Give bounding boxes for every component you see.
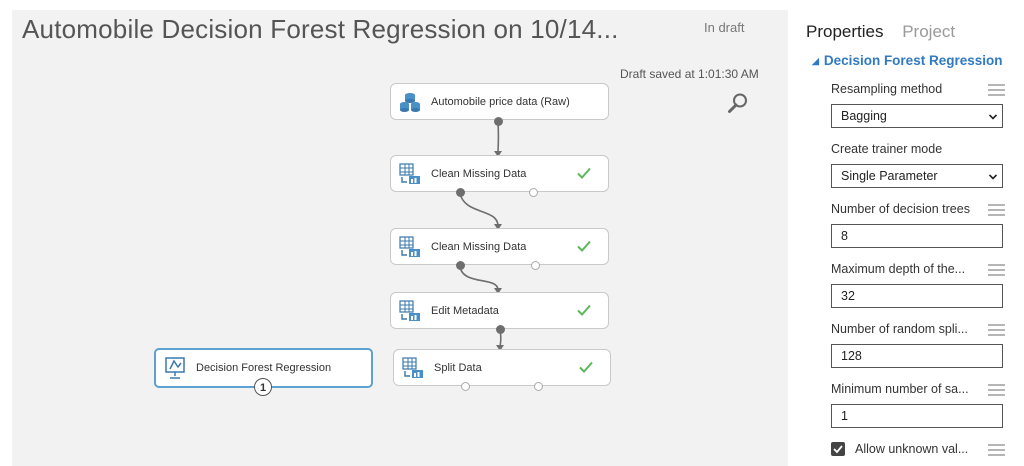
drag-handle-icon[interactable] [988,84,1005,97]
tab-properties[interactable]: Properties [806,22,884,41]
saved-status: Draft saved at 1:01:30 AM [620,67,759,81]
module-clean-missing-data-2[interactable]: Clean Missing Data [390,228,609,265]
trainer-mode-select[interactable]: Single Parameter [831,164,1003,188]
drag-handle-icon[interactable] [988,444,1005,457]
section-title: Decision Forest Regression [823,53,1003,68]
prop-label-resampling: Resampling method [831,82,943,96]
output-port[interactable] [461,382,470,391]
module-clean-missing-data-1[interactable]: Clean Missing Data [390,155,609,192]
search-icon[interactable] [727,92,749,114]
module-label: Clean Missing Data [431,167,527,180]
output-port[interactable] [529,188,538,197]
module-automobile-price-data[interactable]: Automobile price data (Raw) [390,83,609,120]
completed-check-icon [579,361,593,373]
allow-unknown-label: Allow unknown val... [855,442,969,456]
select-value: Bagging [841,109,887,123]
section-header[interactable]: ◢ Decision Forest Regression [812,53,1002,68]
module-edit-metadata[interactable]: Edit Metadata [390,292,609,329]
prop-label-min-samples: Minimum number of sa... [831,382,969,396]
select-value: Single Parameter [841,169,938,183]
drag-handle-icon[interactable] [988,384,1005,397]
num-trees-input[interactable]: 8 [831,224,1003,248]
draft-status: In draft [704,20,745,35]
module-icon [399,235,420,257]
output-port-badge[interactable]: 1 [254,378,272,396]
dataset-icon [400,92,420,112]
module-label: Clean Missing Data [431,240,527,253]
completed-check-icon [577,304,591,316]
module-label: Automobile price data (Raw) [431,95,570,108]
experiment-canvas[interactable]: Automobile Decision Forest Regression on… [12,10,788,466]
chevron-down-icon [989,174,997,180]
allow-unknown-checkbox[interactable] [831,442,845,456]
module-icon [399,162,420,184]
prop-label-num-trees: Number of decision trees [831,202,970,216]
collapse-triangle-icon: ◢ [812,56,819,66]
drag-handle-icon[interactable] [988,204,1005,217]
output-port[interactable] [456,261,465,270]
output-port[interactable] [531,261,540,270]
connection-lines [459,121,504,351]
prop-label-random-splits: Number of random spli... [831,322,968,336]
drag-handle-icon[interactable] [988,264,1005,277]
drag-handle-icon[interactable] [988,324,1005,337]
checkmark-icon [833,445,843,454]
output-port[interactable] [494,117,503,126]
completed-check-icon [577,240,591,252]
tab-project[interactable]: Project [902,22,956,41]
module-icon [402,356,423,378]
resampling-method-select[interactable]: Bagging [831,104,1003,128]
output-port[interactable] [496,325,505,334]
module-icon [399,299,420,321]
chevron-down-icon [989,114,997,120]
experiment-title[interactable]: Automobile Decision Forest Regression on… [22,14,619,44]
output-port[interactable] [456,188,465,197]
module-label: Split Data [434,361,482,374]
min-samples-input[interactable]: 1 [831,404,1003,428]
random-splits-input[interactable]: 128 [831,344,1003,368]
module-split-data[interactable]: Split Data [393,349,611,386]
completed-check-icon [577,167,591,179]
output-port[interactable] [534,382,543,391]
trainer-icon [165,357,185,379]
prop-label-trainer-mode: Create trainer mode [831,142,943,156]
prop-label-max-depth: Maximum depth of the... [831,262,966,276]
module-label: Edit Metadata [431,304,499,317]
module-label: Decision Forest Regression [196,362,332,374]
max-depth-input[interactable]: 32 [831,284,1003,308]
properties-panel: Properties Project ◢ Decision Forest Regr… [796,10,1024,466]
panel-tabs: Properties Project [806,22,969,42]
